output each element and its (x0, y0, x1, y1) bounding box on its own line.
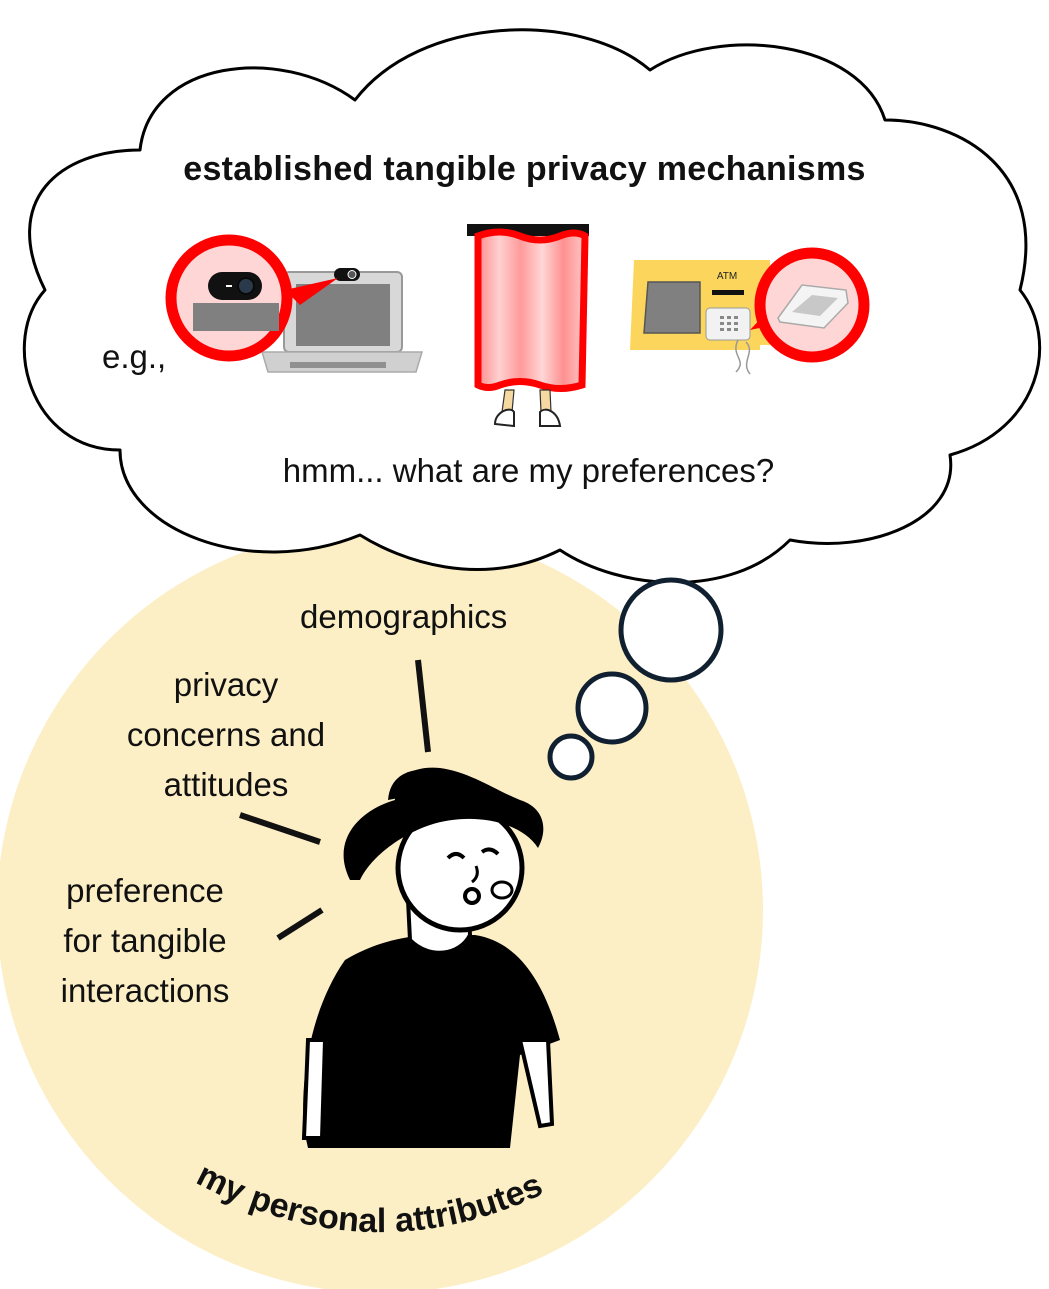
attribute-privacy-line-1: privacy (173, 666, 279, 703)
privacy-curtain-icon (467, 224, 589, 428)
connector-privacy-concerns (239, 812, 321, 845)
attribute-preference-tangible: preference for tangible interactions (30, 866, 260, 1016)
personal-attributes-circle (0, 527, 763, 1289)
thought-bubble-small (547, 733, 595, 781)
atm-label: ATM (717, 271, 737, 282)
thought-bubble-large (618, 577, 724, 683)
attribute-demographics: demographics (300, 598, 508, 635)
attribute-preference-line-3: interactions (60, 972, 230, 1009)
attribute-privacy-line-2: concerns and (126, 716, 326, 753)
attribute-preference-line-2: for tangible (63, 922, 227, 959)
attributes-title-text: my personal attributes (191, 1156, 548, 1241)
attribute-privacy-line-3: attitudes (163, 766, 289, 803)
attributes-title: my personal attributes (191, 1156, 548, 1241)
cloud-title: established tangible privacy mechanisms (183, 150, 866, 188)
connector-demographics (415, 659, 431, 753)
attribute-preference-line-1: preference (66, 872, 224, 909)
atm-keypad-shield-icon: ATM (630, 247, 870, 375)
example-prefix: e.g., (102, 338, 167, 375)
attribute-privacy-concerns: privacy concerns and attitudes (96, 660, 356, 810)
cloud-question: hmm... what are my preferences? (282, 452, 775, 489)
laptop-webcam-cover-icon (165, 234, 424, 373)
connector-preference-tangible (276, 907, 324, 941)
person-icon (301, 767, 560, 1148)
thought-bubble-medium (575, 671, 649, 745)
